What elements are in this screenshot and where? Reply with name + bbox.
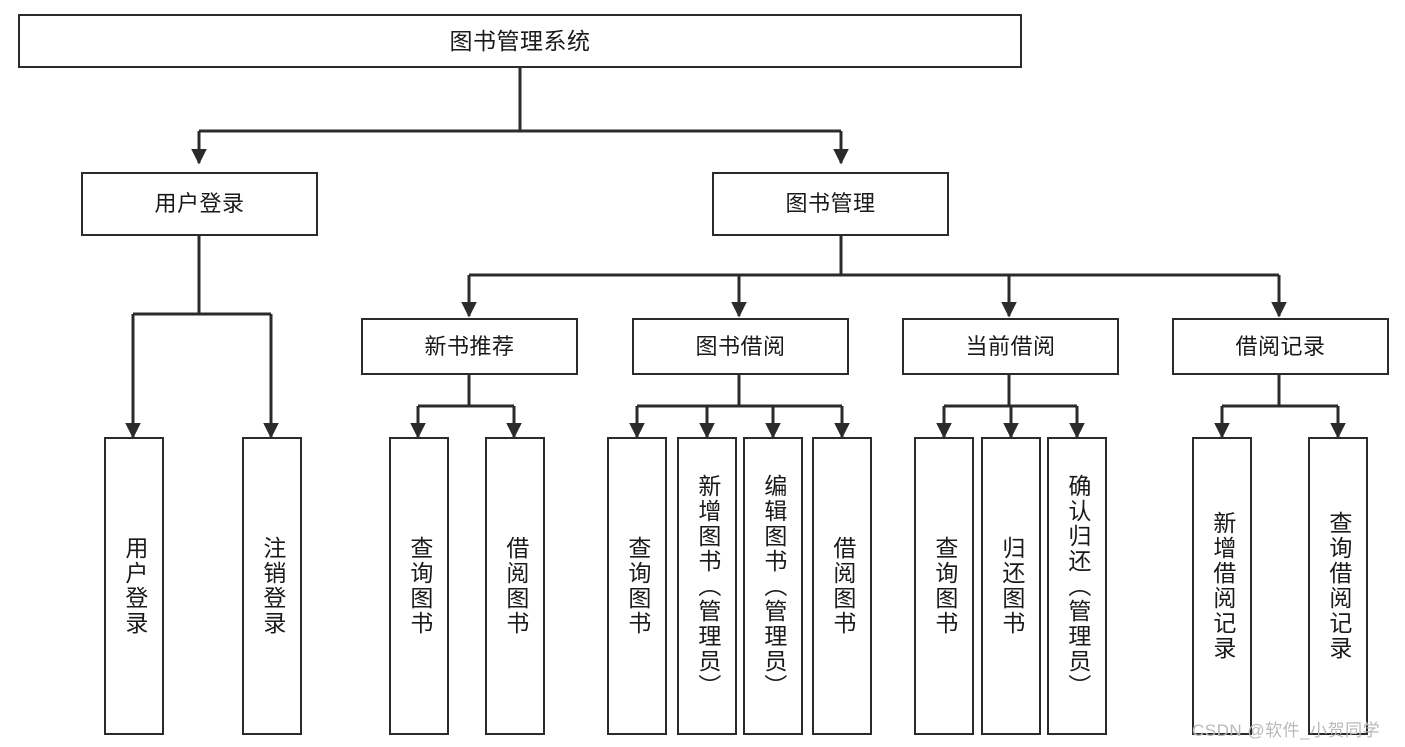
node-label: 查询图书 bbox=[406, 536, 433, 636]
node-label: 借阅图书 bbox=[829, 536, 856, 636]
leaf-query-book-recommend[interactable]: 查询图书 bbox=[389, 437, 449, 735]
node-label: 查询图书 bbox=[624, 536, 651, 636]
leaf-query-book-current[interactable]: 查询图书 bbox=[914, 437, 974, 735]
leaf-return-book[interactable]: 归还图书 bbox=[981, 437, 1041, 735]
node-label: 当前借阅 bbox=[965, 333, 1056, 359]
node-label: 编辑图书（管理员） bbox=[760, 473, 787, 699]
leaf-user-login[interactable]: 用户登录 bbox=[104, 437, 164, 735]
node-label: 图书借阅 bbox=[695, 333, 786, 359]
leaf-add-book-admin[interactable]: 新增图书（管理员） bbox=[677, 437, 737, 735]
node-label: 图书管理 bbox=[785, 191, 876, 216]
csdn-watermark: CSDN @软件_小贺同学 bbox=[1192, 721, 1381, 740]
node-label: 借阅图书 bbox=[502, 536, 529, 636]
leaf-borrow-book-recommend[interactable]: 借阅图书 bbox=[485, 437, 545, 735]
leaf-logout[interactable]: 注销登录 bbox=[242, 437, 302, 735]
node-label: 注销登录 bbox=[259, 536, 286, 636]
node-label: 用户登录 bbox=[121, 536, 148, 636]
leaf-borrow-book[interactable]: 借阅图书 bbox=[812, 437, 872, 735]
node-root-system[interactable]: 图书管理系统 bbox=[18, 14, 1022, 68]
leaf-confirm-return-admin[interactable]: 确认归还（管理员） bbox=[1047, 437, 1107, 735]
node-borrow-record[interactable]: 借阅记录 bbox=[1172, 318, 1389, 375]
node-label: 确认归还（管理员） bbox=[1064, 473, 1091, 699]
node-label: 查询图书 bbox=[931, 536, 958, 636]
node-current-borrow[interactable]: 当前借阅 bbox=[902, 318, 1119, 375]
node-label: 查询借阅记录 bbox=[1325, 511, 1352, 661]
leaf-edit-book-admin[interactable]: 编辑图书（管理员） bbox=[743, 437, 803, 735]
node-label: 新增借阅记录 bbox=[1209, 511, 1236, 661]
node-label: 用户登录 bbox=[154, 191, 245, 216]
node-book-borrow[interactable]: 图书借阅 bbox=[632, 318, 849, 375]
node-label: 图书管理系统 bbox=[449, 27, 591, 54]
leaf-query-borrow-record[interactable]: 查询借阅记录 bbox=[1308, 437, 1368, 735]
node-user-login[interactable]: 用户登录 bbox=[81, 172, 318, 236]
node-new-book-recommend[interactable]: 新书推荐 bbox=[361, 318, 578, 375]
node-label: 新书推荐 bbox=[424, 333, 515, 359]
node-label: 借阅记录 bbox=[1235, 333, 1326, 359]
node-book-management[interactable]: 图书管理 bbox=[712, 172, 949, 236]
leaf-query-book-borrow[interactable]: 查询图书 bbox=[607, 437, 667, 735]
node-label: 归还图书 bbox=[998, 536, 1025, 636]
leaf-add-borrow-record[interactable]: 新增借阅记录 bbox=[1192, 437, 1252, 735]
node-label: 新增图书（管理员） bbox=[694, 473, 721, 699]
